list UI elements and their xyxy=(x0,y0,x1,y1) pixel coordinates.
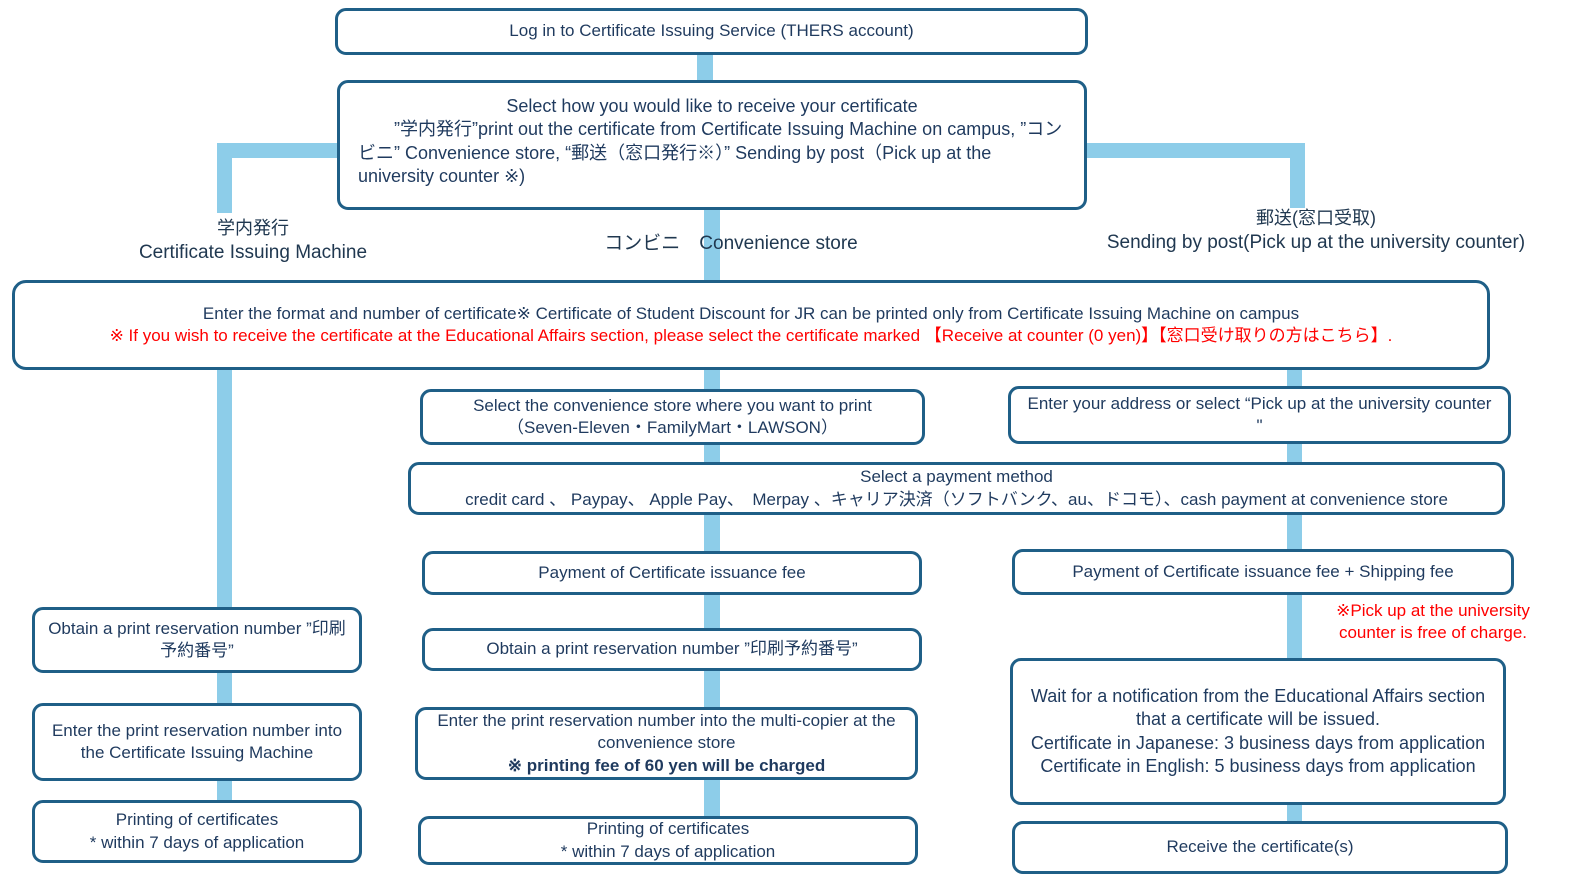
branch-label-post-ja: 郵送(窓口受取) xyxy=(1256,208,1376,228)
branch-label-campus: 学内発行 Certificate Issuing Machine xyxy=(53,216,453,266)
node-conv-printing-line2: * within 7 days of application xyxy=(560,841,776,861)
node-receive-certificate: Receive the certificate(s) xyxy=(1012,821,1508,874)
node-campus-obtain-number: Obtain a print reservation number ”印刷予約番… xyxy=(32,607,362,673)
node-conv-printing-line1: Printing of certificates xyxy=(586,819,750,839)
node-wait-notification: Wait for a notification from the Educati… xyxy=(1010,658,1506,805)
node-select-store-line2: （Seven-Eleven・FamilyMart・LAWSON） xyxy=(507,418,838,437)
note-counter-free: ※Pick up at the university counter is fr… xyxy=(1308,600,1558,644)
node-conv-fee: Payment of Certificate issuance fee xyxy=(422,551,922,595)
branch-label-post: 郵送(窓口受取) Sending by post(Pick up at the … xyxy=(1066,206,1566,256)
node-campus-enter-number: Enter the print reservation number into … xyxy=(32,703,362,781)
connector-mid-v5 xyxy=(704,595,720,630)
node-enter-format-line1: Enter the format and number of certifica… xyxy=(202,303,1300,323)
connector-mid-v3 xyxy=(704,443,720,464)
node-select-method-detail: ”学内発行”print out the certificate from Cer… xyxy=(358,119,1063,187)
branch-label-convenience: コンビニ Convenience store xyxy=(531,231,931,257)
node-wait-notification-line2: Certificate in Japanese: 3 business days… xyxy=(1030,732,1486,753)
note-counter-free-line1: ※Pick up at the university xyxy=(1336,601,1530,620)
connector-left-horizontal xyxy=(217,143,347,158)
connector-right-v3 xyxy=(1287,444,1302,463)
branch-label-campus-ja: 学内発行 xyxy=(217,218,289,238)
connector-left-vertical-top xyxy=(217,143,232,213)
node-select-store: Select the convenience store where you w… xyxy=(420,389,925,445)
node-campus-enter-number-text: Enter the print reservation number into … xyxy=(51,720,343,762)
connector-middle-vertical-top xyxy=(704,210,720,282)
node-select-method: Select how you would like to receive you… xyxy=(337,80,1087,210)
connector-mid-v6 xyxy=(704,671,720,709)
connector-right-v6 xyxy=(1287,805,1302,823)
node-campus-obtain-number-text: Obtain a print reservation number ”印刷予約番… xyxy=(48,618,346,660)
node-enter-address-text: Enter your address or select “Pick up at… xyxy=(1027,393,1492,435)
node-conv-enter-number: Enter the print reservation number into … xyxy=(415,707,918,780)
node-campus-printing-line1: Printing of certificates xyxy=(115,810,279,830)
connector-left-v3 xyxy=(217,671,232,705)
node-conv-printing: Printing of certificates * within 7 days… xyxy=(418,816,918,865)
node-login-text: Log in to Certificate Issuing Service (T… xyxy=(509,21,914,41)
node-receive-certificate-text: Receive the certificate(s) xyxy=(1166,837,1354,857)
node-payment-method-options: credit card 、 Paypay、 Apple Pay、 Merpay … xyxy=(465,489,1448,509)
node-enter-format-note: ※ If you wish to receive the certificate… xyxy=(109,326,1393,345)
node-payment-method-title: Select a payment method xyxy=(860,467,1053,487)
node-conv-obtain-number: Obtain a print reservation number ”印刷予約番… xyxy=(422,628,922,671)
branch-label-post-en: Sending by post(Pick up at the universit… xyxy=(1106,232,1526,254)
node-select-store-line1: Select the convenience store where you w… xyxy=(473,395,872,415)
branch-label-convenience-text: コンビニ Convenience store xyxy=(604,233,858,254)
connector-right-v2 xyxy=(1287,368,1302,388)
node-conv-obtain-number-text: Obtain a print reservation number ”印刷予約番… xyxy=(486,639,858,659)
node-conv-enter-number-text: Enter the print reservation number into … xyxy=(437,711,896,753)
connector-right-v5 xyxy=(1287,595,1302,660)
node-post-fee: Payment of Certificate issuance fee + Sh… xyxy=(1012,549,1514,595)
branch-label-campus-en: Certificate Issuing Machine xyxy=(138,242,368,264)
connector-mid-v2 xyxy=(704,368,720,391)
node-enter-format: Enter the format and number of certifica… xyxy=(12,280,1490,370)
connector-mid-v7 xyxy=(704,780,720,818)
node-conv-fee-text: Payment of Certificate issuance fee xyxy=(538,562,806,582)
node-login: Log in to Certificate Issuing Service (T… xyxy=(335,8,1088,55)
node-campus-printing-line2: * within 7 days of application xyxy=(89,832,305,852)
node-select-method-title: Select how you would like to receive you… xyxy=(506,96,918,116)
node-conv-enter-number-fee-note: ※ printing fee of 60 yen will be charged xyxy=(507,755,826,775)
connector-right-horizontal xyxy=(1087,143,1305,158)
connector-right-v4 xyxy=(1287,515,1302,551)
connector-right-vertical-top xyxy=(1290,143,1305,208)
node-wait-notification-line3: Certificate in English: 5 business days … xyxy=(1040,755,1476,776)
connector-left-v2 xyxy=(217,368,232,607)
node-post-fee-text: Payment of Certificate issuance fee + Sh… xyxy=(1072,561,1454,581)
node-wait-notification-line1: Wait for a notification from the Educati… xyxy=(1030,685,1486,730)
connector-left-v4 xyxy=(217,775,232,802)
note-counter-free-line2: counter is free of charge. xyxy=(1338,623,1528,643)
node-enter-address: Enter your address or select “Pick up at… xyxy=(1008,386,1511,444)
connector-login-to-select xyxy=(697,55,713,82)
connector-mid-v4 xyxy=(704,514,720,553)
node-payment-method: Select a payment method credit card 、 Pa… xyxy=(408,462,1505,515)
node-campus-printing: Printing of certificates * within 7 days… xyxy=(32,800,362,863)
